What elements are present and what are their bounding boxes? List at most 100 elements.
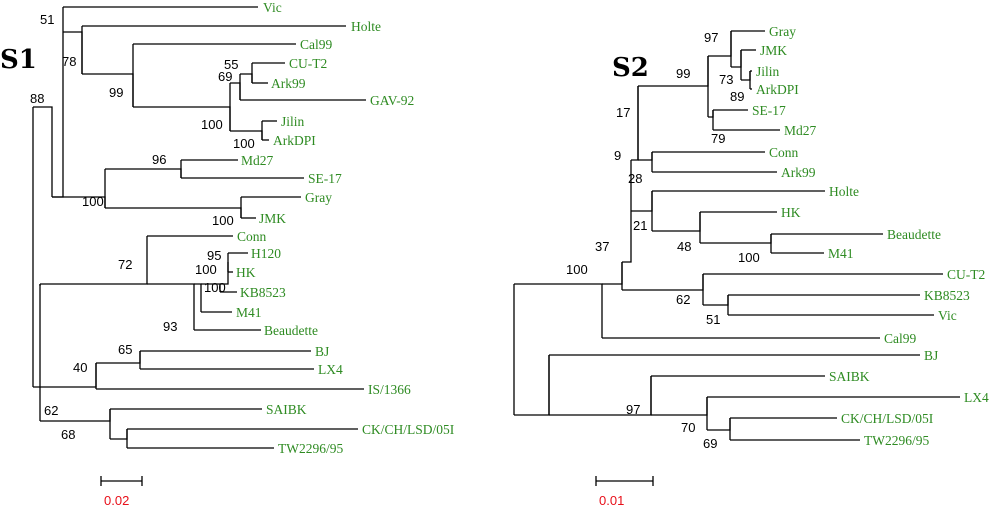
bootstrap-value: 97: [704, 30, 718, 45]
bootstrap-value: 73: [719, 72, 733, 87]
bootstrap-value: 40: [73, 360, 87, 375]
scale-bar-s2: 0.01: [595, 476, 654, 506]
bootstrap-value: 69: [703, 436, 717, 451]
leaf-label: SAIBK: [829, 369, 870, 384]
branch: [631, 191, 653, 212]
bootstrap-value: 97: [626, 402, 640, 417]
leaf-label: M41: [236, 305, 262, 320]
bootstrap-value: 100: [738, 250, 760, 265]
bootstrap-value: 88: [30, 91, 44, 106]
tree-s2-branches: [513, 30, 960, 441]
branch: [602, 262, 623, 285]
bootstrap-value: 17: [616, 105, 630, 120]
bootstrap-value: 89: [730, 89, 744, 104]
tree-s2: S2: [513, 24, 989, 506]
bootstrap-value: 21: [633, 218, 647, 233]
branch: [703, 295, 729, 306]
bootstrap-value: 69: [218, 69, 232, 84]
branch: [652, 212, 701, 232]
branch: [110, 429, 128, 440]
leaf-label: Beaudette: [887, 227, 941, 242]
bootstrap-value: 62: [44, 403, 58, 418]
branch: [741, 71, 751, 81]
scale-bar-s1: 0.02: [100, 476, 143, 506]
leaf-label: HK: [781, 205, 801, 220]
bootstrap-value: 62: [676, 292, 690, 307]
branch: [33, 106, 53, 197]
leaf-label: Ark99: [271, 76, 306, 91]
bootstrap-value: 95: [207, 248, 221, 263]
tree-s2-leaf-labels: Gray JMK Jilin ArkDPI SE-17 Md27 Conn Ar…: [752, 24, 989, 448]
leaf-label: BJ: [315, 344, 329, 359]
scale-bar-line: [595, 476, 654, 486]
leaf-label: CU-T2: [947, 267, 985, 282]
leaf-label: Vic: [263, 0, 282, 15]
tree-s1: S1: [0, 0, 455, 506]
leaf-label: SE-17: [752, 103, 786, 118]
leaf-label: H120: [251, 246, 281, 261]
bootstrap-value: 37: [595, 239, 609, 254]
branch: [631, 86, 639, 161]
leaf-label: Conn: [237, 229, 267, 244]
leaf-label: M41: [828, 246, 854, 261]
tree-s1-bootstrap-values: 51 78 99 55 69 100 88 100 96 100 100 95 …: [30, 12, 255, 442]
branch: [731, 50, 742, 68]
leaf-label: TW2296/95: [864, 433, 929, 448]
leaf-label: CU-T2: [289, 56, 327, 71]
leaf-label: Ark99: [781, 165, 816, 180]
leaf-label: Beaudette: [264, 323, 318, 338]
leaf-label: JMK: [760, 43, 787, 58]
tree-s1-leaf-labels: Vic Holte Cal99 CU-T2 Ark99 GAV-92 Jilin…: [236, 0, 455, 456]
bootstrap-value: 65: [118, 342, 132, 357]
leaf-label: Holte: [829, 184, 859, 199]
bootstrap-value: 51: [40, 12, 54, 27]
leaf-label: HK: [236, 265, 256, 280]
branch: [240, 73, 253, 83]
leaf-label: TW2296/95: [278, 441, 343, 456]
leaf-label: KB8523: [240, 285, 286, 300]
leaf-label: Jilin: [281, 114, 305, 129]
branch: [707, 418, 731, 431]
leaf-label: LX4: [964, 390, 989, 405]
bootstrap-value: 100: [233, 136, 255, 151]
branch: [33, 284, 41, 388]
leaf-label: SE-17: [308, 171, 342, 186]
branch: [622, 274, 704, 291]
branch: [700, 234, 772, 244]
bootstrap-value: 100: [212, 213, 234, 228]
leaf-label: Md27: [784, 123, 817, 138]
bootstrap-value: 79: [711, 131, 725, 146]
leaf-label: Cal99: [300, 37, 332, 52]
leaf-label: Conn: [769, 145, 799, 160]
leaf-label: CK/CH/LSD/05I: [362, 422, 455, 437]
leaf-label: GAV-92: [370, 93, 414, 108]
branch: [105, 168, 182, 178]
leaf-label: Gray: [305, 190, 332, 205]
bootstrap-value: 55: [224, 57, 238, 72]
bootstrap-value: 96: [152, 152, 166, 167]
scale-bar-label: 0.01: [599, 493, 624, 506]
bootstrap-value: 100: [82, 194, 104, 209]
branch: [514, 283, 603, 338]
scale-bar-label: 0.02: [104, 493, 129, 506]
branch: [622, 211, 632, 263]
branch: [194, 283, 202, 312]
branch: [708, 110, 714, 118]
leaf-label: JMK: [259, 211, 286, 226]
leaf-label: Jilin: [756, 64, 780, 79]
leaf-label: LX4: [318, 362, 343, 377]
bootstrap-value: 78: [62, 54, 76, 69]
panel-label-s2: S2: [612, 53, 649, 83]
bootstrap-value: 100: [201, 117, 223, 132]
tree-s1-branches: [32, 6, 366, 449]
leaf-label: Md27: [241, 153, 274, 168]
bootstrap-value: 68: [61, 427, 75, 442]
leaf-label: SAIBK: [266, 402, 307, 417]
bootstrap-value: 93: [163, 319, 177, 334]
bootstrap-value: 72: [118, 257, 132, 272]
leaf-label: KB8523: [924, 288, 970, 303]
bootstrap-value: 28: [628, 171, 642, 186]
leaf-label: IS/1366: [368, 382, 411, 397]
bootstrap-value: 99: [676, 66, 690, 81]
